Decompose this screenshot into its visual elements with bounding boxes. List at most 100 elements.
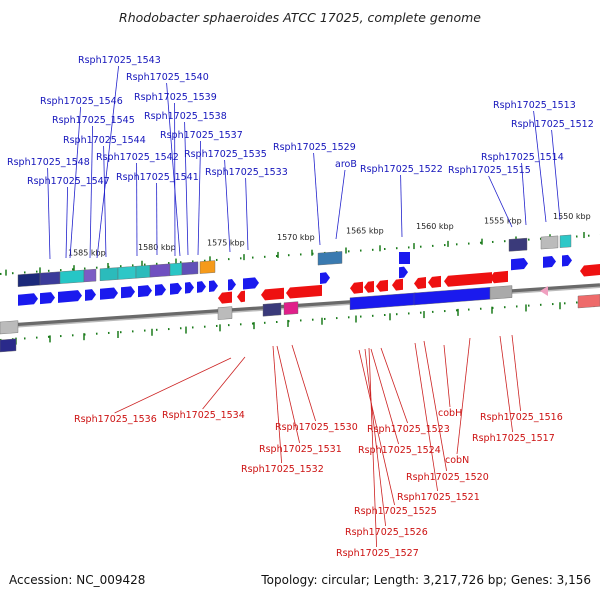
forward-gene-label: Rsph17025_1515 xyxy=(448,165,531,176)
reverse-gene-arrow xyxy=(364,280,374,293)
forward-gene-block xyxy=(117,266,137,280)
reverse-label-leader xyxy=(202,356,246,410)
reverse-gene-arrow xyxy=(376,279,388,292)
scale-tick-label: 1575 kbp xyxy=(207,239,245,248)
reverse-gene-label: Rsph17025_1524 xyxy=(358,445,441,456)
reverse-gene-arrow xyxy=(261,287,284,301)
reverse-label-leader xyxy=(276,345,300,444)
forward-gene-block xyxy=(540,235,559,250)
forward-gene-block xyxy=(39,271,61,286)
reverse-gene-arrow xyxy=(540,286,548,296)
reverse-gene-label: Rsph17025_1520 xyxy=(406,472,489,483)
scale-tick-label: 1560 kbp xyxy=(416,222,454,231)
reverse-gene-label: Rsph17025_1523 xyxy=(367,424,450,435)
forward-gene-arrow xyxy=(562,254,572,267)
reverse-label-leader xyxy=(456,337,471,455)
reverse-gene-label: Rsph17025_1532 xyxy=(241,464,324,475)
forward-gene-block xyxy=(59,269,85,284)
scale-tick-label: 1585 kbp xyxy=(68,249,106,258)
forward-gene-block xyxy=(17,272,41,287)
forward-gene-arrow xyxy=(543,255,556,268)
reverse-gene-label: Rsph17025_1526 xyxy=(345,527,428,538)
forward-gene-arrow xyxy=(511,258,528,271)
forward-gene-label: Rsph17025_1537 xyxy=(160,130,243,141)
reverse-gene-arrow xyxy=(350,281,363,294)
forward-label-leader xyxy=(184,121,189,256)
forward-gene-arrow xyxy=(18,293,38,306)
forward-gene-label: aroB xyxy=(335,159,357,170)
reverse-gene-arrow xyxy=(286,284,322,299)
genome-title: Rhodobacter sphaeroides ATCC 17025, comp… xyxy=(119,10,481,25)
forward-gene-arrow xyxy=(185,282,194,294)
topology-label: Topology: circular; Length: 3,217,726 bp… xyxy=(261,573,591,587)
forward-gene-label: Rsph17025_1513 xyxy=(493,100,576,111)
forward-gene-label: Rsph17025_1533 xyxy=(205,167,288,178)
reverse-gene-arrow xyxy=(237,290,245,303)
reverse-gene-label: Rsph17025_1534 xyxy=(162,410,245,421)
reverse-gene-label: Rsph17025_1527 xyxy=(336,548,419,559)
reverse-label-leader xyxy=(443,344,451,408)
forward-gene-label: Rsph17025_1541 xyxy=(116,172,199,183)
forward-gene-arrow xyxy=(85,289,96,301)
forward-label-leader xyxy=(103,145,107,258)
forward-gene-block xyxy=(559,234,572,248)
forward-label-leader xyxy=(245,177,249,251)
accession-label: Accession: NC_009428 xyxy=(9,573,146,587)
scale-tick-label: 1550 kbp xyxy=(553,212,591,221)
forward-gene-arrow xyxy=(228,279,236,291)
forward-label-leader xyxy=(47,167,51,260)
reverse-gene-arrow xyxy=(218,291,232,304)
reverse-gene-label: Rsph17025_1531 xyxy=(259,444,342,455)
forward-gene-label: Rsph17025_1539 xyxy=(134,92,217,103)
scale-tick-label: 1565 kbp xyxy=(346,227,384,236)
forward-gene-arrow xyxy=(243,277,259,290)
reverse-gene-arrow xyxy=(392,278,403,291)
reverse-gene-arrow xyxy=(580,264,600,277)
forward-gene-block xyxy=(149,263,171,278)
reverse-gene-label: Rsph17025_1530 xyxy=(275,422,358,433)
forward-gene-block xyxy=(399,252,410,264)
forward-gene-block xyxy=(199,260,216,274)
forward-label-leader xyxy=(65,186,68,259)
forward-gene-label: Rsph17025_1540 xyxy=(126,72,209,83)
reverse-gene-block xyxy=(577,294,600,309)
reverse-gene-arrow xyxy=(490,270,508,284)
forward-label-leader xyxy=(313,152,321,246)
forward-gene-arrow xyxy=(58,290,82,303)
forward-label-leader xyxy=(400,174,403,238)
reverse-gene-block xyxy=(413,287,491,306)
forward-gene-label: Rsph17025_1538 xyxy=(144,111,227,122)
reverse-label-leader xyxy=(423,340,447,472)
reverse-gene-label: Rsph17025_1517 xyxy=(472,433,555,444)
reverse-label-leader xyxy=(358,349,395,506)
reverse-label-leader xyxy=(370,348,399,445)
forward-gene-block xyxy=(99,267,119,282)
reverse-label-leader xyxy=(368,347,377,548)
forward-label-leader xyxy=(96,65,119,259)
forward-gene-label: Rsph17025_1545 xyxy=(52,115,135,126)
forward-label-leader xyxy=(224,159,231,253)
forward-gene-block xyxy=(181,261,199,276)
reverse-gene-block xyxy=(283,301,299,315)
forward-label-leader xyxy=(521,162,527,226)
forward-gene-label: Rsph17025_1514 xyxy=(481,152,564,163)
reverse-label-leader xyxy=(364,348,386,527)
forward-gene-arrow xyxy=(138,285,152,298)
forward-gene-arrow xyxy=(155,284,166,296)
reverse-label-leader xyxy=(272,345,282,464)
reverse-gene-label: Rsph17025_1525 xyxy=(354,506,437,517)
forward-gene-label: Rsph17025_1512 xyxy=(511,119,594,130)
reverse-label-leader xyxy=(380,347,408,424)
forward-label-leader xyxy=(69,106,81,259)
reverse-label-leader xyxy=(414,342,438,492)
forward-label-leader xyxy=(488,175,513,228)
forward-gene-arrow xyxy=(121,286,135,299)
reverse-gene-label: cobN xyxy=(445,455,469,466)
forward-label-leader xyxy=(197,140,201,256)
forward-label-leader xyxy=(551,129,561,221)
reverse-label-leader xyxy=(499,335,513,433)
reverse-gene-block xyxy=(217,306,233,320)
forward-gene-block xyxy=(135,265,151,279)
reverse-label-leader xyxy=(291,344,316,422)
